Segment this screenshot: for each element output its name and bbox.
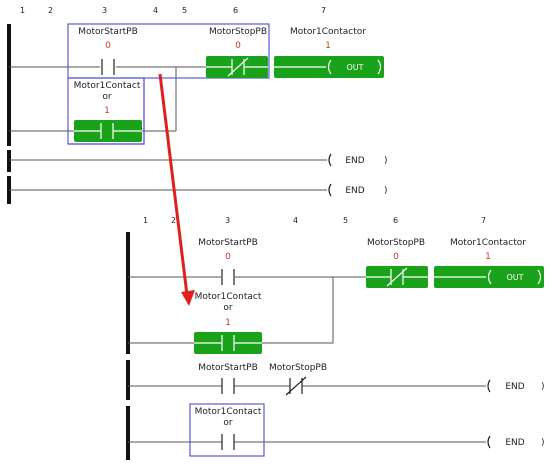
column-number: 1 xyxy=(143,216,148,225)
end-label: END xyxy=(345,156,364,166)
paren-close: ) xyxy=(384,156,388,166)
coil-label: Motor1Contactor xyxy=(290,27,366,37)
contact-label: or xyxy=(223,303,233,313)
column-number: 2 xyxy=(171,216,176,225)
motor1-contactor-coil[interactable]: Motor1Contactor 1 OUT xyxy=(274,27,384,78)
end-label: END xyxy=(505,438,524,448)
rung-4[interactable]: Motor1Contact or END ) xyxy=(128,403,545,457)
top-ladder-diagram: 1 2 3 4 5 6 7 MotorStartPB 0 MotorStopPB xyxy=(7,6,388,204)
column-number: 7 xyxy=(321,6,326,15)
contact-label: MotorStartPB xyxy=(78,27,138,37)
energized-highlight xyxy=(194,332,262,354)
contact-label: MotorStopPB xyxy=(367,238,425,248)
paren-close: ) xyxy=(384,186,388,196)
column-number: 6 xyxy=(393,216,398,225)
bottom-ladder-diagram: 1 2 3 4 5 6 7 MotorStartPB 0 MotorStopPB… xyxy=(126,216,545,460)
end-label: END xyxy=(505,382,524,392)
contact-label: Motor1Contact xyxy=(195,292,262,302)
column-number: 4 xyxy=(293,216,298,225)
motor-stop-pb-contact[interactable]: MotorStopPB 0 xyxy=(366,238,428,288)
selection-box xyxy=(68,78,145,145)
end-label: END xyxy=(345,186,364,196)
contact-label: Motor1Contact xyxy=(195,407,262,417)
energized-highlight xyxy=(74,120,142,142)
contact-value: 0 xyxy=(393,252,399,262)
selection-box[interactable] xyxy=(189,403,265,457)
motor-start-pb-contact[interactable]: MotorStartPB 0 xyxy=(78,27,138,75)
column-number: 4 xyxy=(153,6,158,15)
coil-label: Motor1Contactor xyxy=(450,238,526,248)
end-rung[interactable]: END ) xyxy=(9,153,388,167)
motor-stop-pb-contact[interactable]: MotorStopPB 0 xyxy=(206,27,268,78)
contact-label: or xyxy=(102,92,112,102)
column-number: 2 xyxy=(48,6,53,15)
contact-value: 0 xyxy=(235,41,241,51)
coil-text: OUT xyxy=(346,63,363,72)
contact-label: MotorStopPB xyxy=(209,27,267,37)
rung-3[interactable]: MotorStartPB MotorStopPB END ) xyxy=(128,363,545,396)
column-number: 5 xyxy=(343,216,348,225)
contact-label: MotorStartPB xyxy=(198,363,258,373)
column-number: 1 xyxy=(20,6,25,15)
paren-close: ) xyxy=(541,382,545,392)
coil-value: 1 xyxy=(485,252,491,262)
paren-close: ) xyxy=(541,438,545,448)
coil-value: 1 xyxy=(325,41,331,51)
column-number: 7 xyxy=(481,216,486,225)
contact-label: or xyxy=(223,418,233,428)
motor1-contactor-latch-contact[interactable]: Motor1Contact or 1 xyxy=(194,292,262,354)
column-number: 3 xyxy=(225,216,230,225)
selection-box[interactable] xyxy=(67,23,270,79)
column-number: 3 xyxy=(102,6,107,15)
motor1-contactor-coil[interactable]: Motor1Contactor 1 OUT xyxy=(434,238,544,288)
column-number: 5 xyxy=(182,6,187,15)
energized-highlight xyxy=(206,56,268,78)
end-rung[interactable]: END ) xyxy=(9,183,388,197)
motor1-contactor-latch-contact[interactable]: Motor1Contact or 1 xyxy=(74,81,142,142)
coil-text: OUT xyxy=(506,273,523,282)
contact-value: 0 xyxy=(225,252,231,262)
contact-label: MotorStartPB xyxy=(198,238,258,248)
red-arrow-icon xyxy=(158,73,195,306)
contact-value: 1 xyxy=(104,106,110,116)
contact-label: MotorStopPB xyxy=(269,363,327,373)
contact-value: 0 xyxy=(105,41,111,51)
contact-label: Motor1Contact xyxy=(74,81,141,91)
contact-value: 1 xyxy=(225,318,231,328)
column-number: 6 xyxy=(233,6,238,15)
motor-start-pb-contact[interactable]: MotorStartPB 0 xyxy=(198,238,258,285)
